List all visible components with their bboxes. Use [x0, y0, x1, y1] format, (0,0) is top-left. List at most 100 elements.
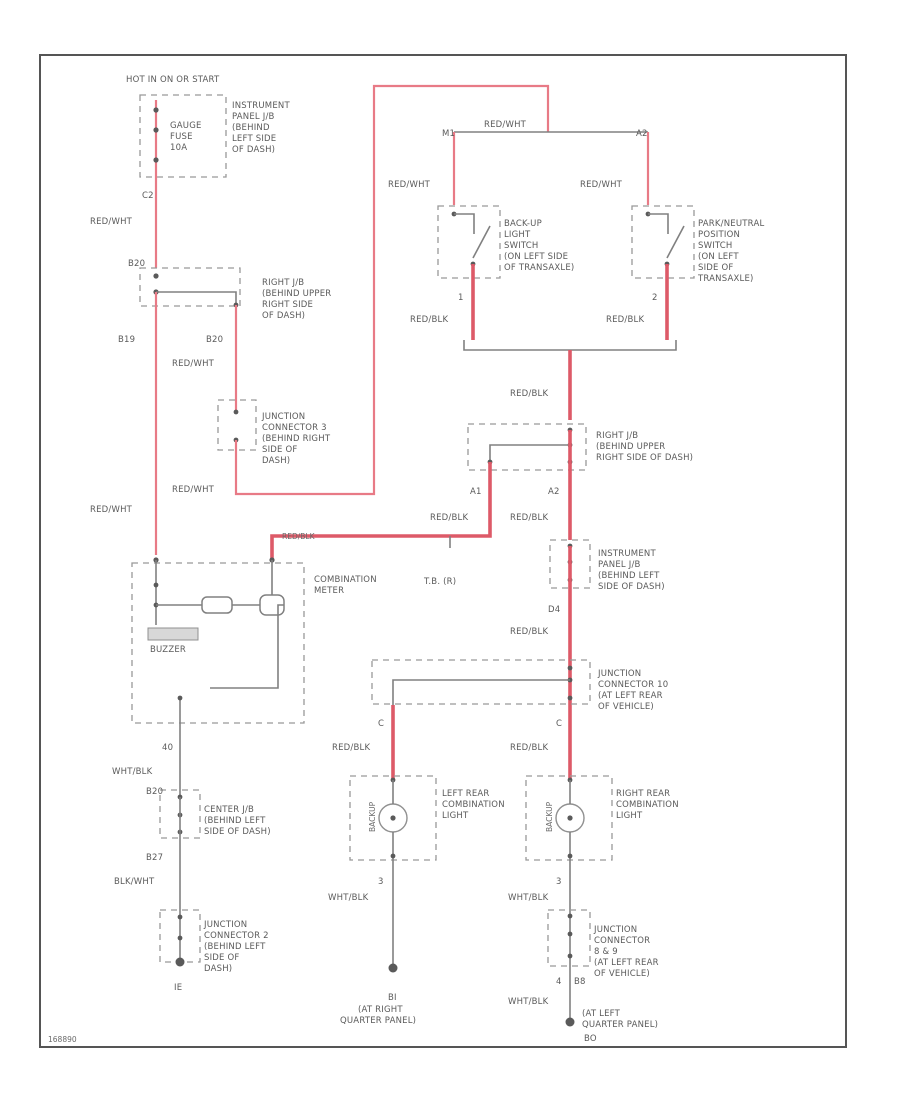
terminal-dot	[153, 582, 159, 588]
label-wire-color: RED/WHT	[90, 505, 133, 515]
label-pin-c-right: C	[556, 719, 562, 729]
label-wire-color: RED/BLK	[332, 743, 370, 753]
junction-connector-10-box	[371, 659, 591, 705]
terminal-dot	[153, 157, 159, 163]
terminal-dot	[177, 914, 183, 920]
label-wire-color: WHT/BLK	[328, 893, 369, 903]
label-junction-connector-2: JUNCTION CONNECTOR 2 (BEHIND LEFT SIDE O…	[203, 920, 272, 974]
right-rear-combination-light-box	[525, 775, 613, 861]
buzzer-symbol	[147, 627, 199, 641]
right-jb-mid-box	[467, 423, 587, 471]
label-wire-color: WHT/BLK	[508, 893, 549, 903]
label-ground-left: (AT LEFT QUARTER PANEL)	[582, 1009, 658, 1030]
label-pin-2: 2	[652, 293, 658, 303]
label-pin-3-left: 3	[378, 877, 384, 887]
bulb-filament	[567, 815, 573, 821]
terminal-dot	[567, 853, 573, 859]
label-wire-color: RED/BLK	[606, 315, 644, 325]
label-wire-color: RED/BLK	[510, 513, 548, 523]
terminal-dot	[233, 409, 239, 415]
wire-jb-branch	[156, 291, 237, 305]
label-pin-b20-center: B20	[146, 787, 163, 797]
label-right-jb-mid: RIGHT J/B (BEHIND UPPER RIGHT SIDE OF DA…	[596, 431, 693, 463]
label-wire-color: RED/WHT	[388, 180, 431, 190]
terminal-dot	[177, 695, 183, 701]
terminal-dot	[153, 273, 159, 279]
ground-symbol	[388, 963, 398, 973]
label-wire-color: WHT/BLK	[508, 997, 549, 1007]
terminal-dot	[390, 853, 396, 859]
label-junction-connector-8-9: JUNCTION CONNECTOR 8 & 9 (AT LEFT REAR O…	[593, 925, 662, 979]
switch-blade	[472, 225, 491, 259]
label-wire-color: RED/WHT	[172, 485, 215, 495]
label-pin-40: 40	[162, 743, 173, 753]
ground-symbol	[175, 957, 185, 967]
label-pin-b19: B19	[118, 335, 135, 345]
combination-meter-box	[131, 562, 305, 724]
label-pin-b27: B27	[146, 853, 163, 863]
switch-blade	[666, 225, 685, 259]
label-backup-switch: BACK-UP LIGHT SWITCH (ON LEFT SIDE OF TR…	[504, 219, 574, 273]
right-jb-top-box	[139, 267, 241, 307]
terminal-dot	[567, 913, 573, 919]
label-wire-color: RED/BLK	[510, 743, 548, 753]
bracket-or	[463, 340, 677, 351]
label-pin-c-left: C	[378, 719, 384, 729]
bulb-filament	[390, 815, 396, 821]
label-junction-connector-3: JUNCTION CONNECTOR 3 (BEHIND RIGHT SIDE …	[261, 412, 333, 466]
label-wire-color: RED/WHT	[172, 359, 215, 369]
terminal-dot	[153, 127, 159, 133]
diagram-frame	[39, 54, 847, 1048]
ground-symbol	[565, 1017, 575, 1027]
label-buzzer: BUZZER	[150, 645, 186, 655]
label-wire-color: RED/BLK	[430, 513, 468, 523]
label-wire-color: RED/BLK	[282, 532, 316, 541]
label-pin-c2: C2	[142, 191, 154, 201]
label-pin-b20: B20	[206, 335, 223, 345]
label-pin-a1: A1	[470, 487, 482, 497]
wire-jb-mid-branch	[489, 444, 570, 462]
label-ground-ie: IE	[174, 983, 182, 993]
label-pin-m1: M1	[442, 129, 455, 139]
label-pin-4: 4	[556, 977, 562, 987]
label-gauge-fuse: GAUGE FUSE 10A	[170, 121, 205, 153]
label-ground-left-id: BO	[584, 1034, 597, 1044]
label-instrument-panel-jb: INSTRUMENT PANEL J/B (BEHIND LEFT SIDE O…	[232, 101, 293, 155]
label-ground-right-id: BI	[388, 993, 397, 1003]
instrument-panel-jb-box	[139, 94, 227, 178]
label-center-jb: CENTER J/B (BEHIND LEFT SIDE OF DASH)	[204, 805, 271, 837]
junction-connector-8-9-box	[547, 909, 591, 967]
label-left-rear-combination-light: LEFT REAR COMBINATION LIGHT	[442, 789, 508, 821]
label-pin-1: 1	[458, 293, 464, 303]
label-wire-color: RED/BLK	[410, 315, 448, 325]
label-wire-color: BLK/WHT	[114, 877, 155, 887]
diagram-id: 168890	[48, 1035, 77, 1044]
wire-meter-return	[210, 604, 284, 689]
wire-red-wht-loop	[234, 84, 550, 496]
label-pin-a2: A2	[548, 487, 560, 497]
label-pn-switch: PARK/NEUTRAL POSITION SWITCH (ON LEFT SI…	[697, 219, 767, 284]
label-pin-d4: D4	[548, 605, 560, 615]
label-tail-indicator: T.B. (R)	[423, 577, 456, 587]
label-pin-b20-top: B20	[128, 259, 145, 269]
wire-a1-red-blk	[270, 462, 492, 560]
label-pin-3-right: 3	[556, 877, 562, 887]
switch-contact	[454, 213, 475, 234]
label-wire-color: RED/BLK	[510, 627, 548, 637]
terminal-dot	[177, 935, 183, 941]
label-wire-color: RED/BLK	[510, 389, 548, 399]
label-wire-color: RED/WHT	[484, 120, 527, 130]
label-hot-in-on-start: HOT IN ON OR START	[126, 75, 220, 85]
label-right-rear-combination-light: RIGHT REAR COMBINATION LIGHT	[616, 789, 682, 821]
terminal-dot	[567, 665, 573, 671]
label-ground-right: (AT RIGHT QUARTER PANEL)	[340, 1005, 416, 1026]
terminal-dot	[567, 931, 573, 937]
label-wire-color: RED/WHT	[90, 217, 133, 227]
switch-contact	[648, 213, 669, 234]
label-pin-b8: B8	[574, 977, 586, 987]
resistor-symbol	[201, 596, 233, 614]
label-backup-lamp-left: BACKUP	[368, 801, 377, 832]
label-pin-a2-top: A2	[636, 129, 648, 139]
label-backup-lamp-right: BACKUP	[545, 801, 554, 832]
